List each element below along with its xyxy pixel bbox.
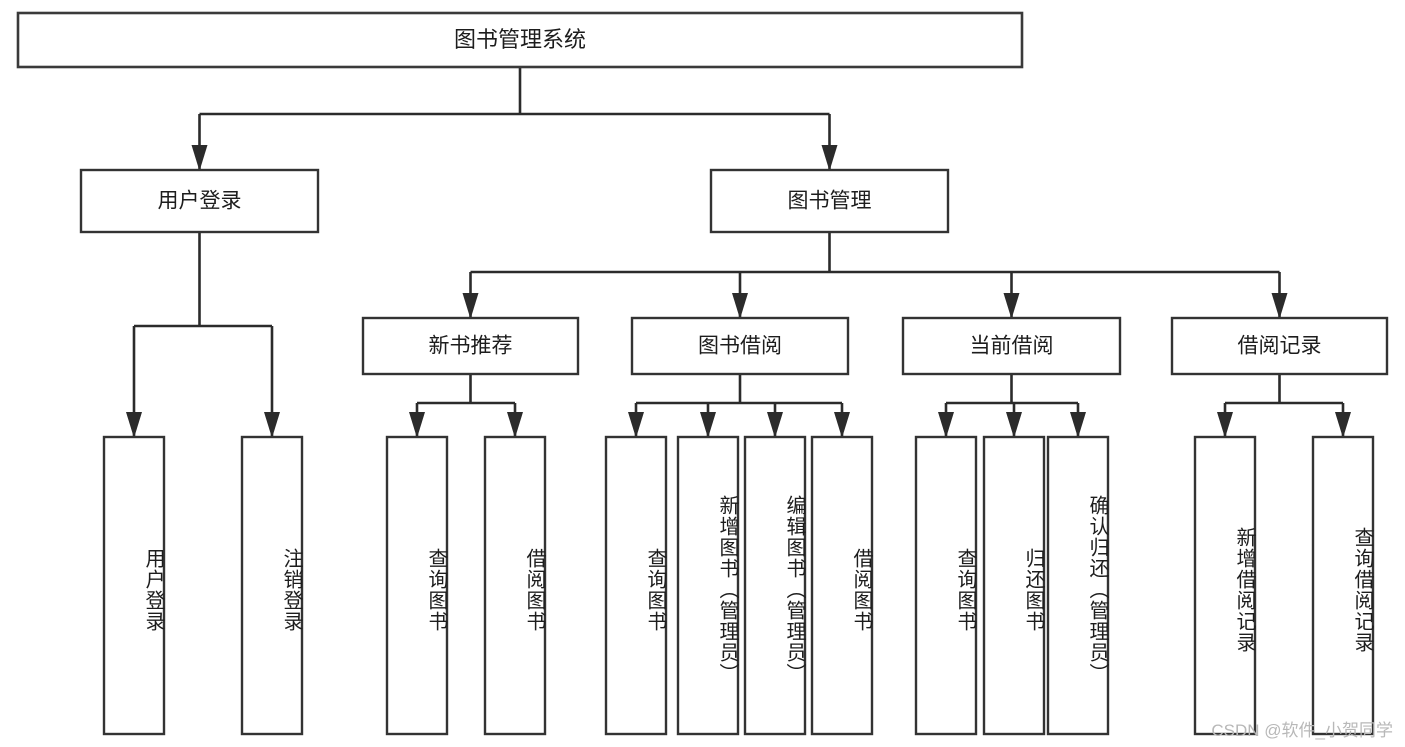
node-box-book-manage[interactable] [709, 168, 950, 234]
arrow-head-icon [462, 293, 479, 319]
arrow-head-icon [938, 412, 954, 438]
node-label-current-borrow: 当前借阅 [970, 335, 1054, 358]
arrow-head-icon [507, 412, 523, 438]
node-box-book-borrow[interactable] [630, 316, 850, 376]
node-box-leaf-record-query[interactable] [1311, 435, 1375, 736]
arrow-head-icon [767, 412, 783, 438]
node-label-root: 图书管理系统 [454, 27, 586, 52]
node-box-leaf-current-confirm-return[interactable] [1046, 435, 1110, 736]
node-box-leaf-current-return-book[interactable] [982, 435, 1046, 736]
node-box-leaf-record-add[interactable] [1193, 435, 1257, 736]
arrow-head-icon [732, 293, 748, 319]
arrow-head-icon [1006, 412, 1022, 438]
node-box-leaf-borrow-borrow-book[interactable] [810, 435, 874, 736]
node-box-new-book-rec[interactable] [361, 316, 580, 376]
node-box-leaf-borrow-query-book[interactable] [604, 435, 668, 736]
arrow-head-icon [628, 412, 644, 438]
node-box-layer [16, 11, 1389, 736]
node-box-current-borrow[interactable] [901, 316, 1122, 376]
arrow-head-icon [409, 412, 425, 438]
arrow-head-icon [700, 412, 716, 438]
node-box-leaf-borrow-add-book[interactable] [676, 435, 740, 736]
arrow-head-icon [834, 412, 850, 438]
arrow-head-icon [264, 412, 280, 438]
arrow-head-icon [1070, 412, 1086, 438]
arrow-head-icon [1003, 293, 1020, 319]
arrow-head-icon [126, 412, 142, 438]
node-label-new-book-rec: 新书推荐 [429, 335, 513, 358]
node-box-leaf-borrow-edit-book[interactable] [743, 435, 807, 736]
arrow-head-icon [1217, 412, 1233, 438]
arrow-head-icon [821, 145, 838, 171]
node-box-leaf-rec-query-book[interactable] [385, 435, 449, 736]
connector-layer [126, 67, 1351, 438]
node-box-leaf-current-query-book[interactable] [914, 435, 978, 736]
node-box-borrow-record[interactable] [1170, 316, 1389, 376]
node-box-user-login[interactable] [79, 168, 320, 234]
node-box-leaf-user-logout[interactable] [240, 435, 304, 736]
node-label-user-login: 用户登录 [158, 190, 242, 213]
node-label-book-manage: 图书管理 [788, 190, 872, 213]
node-label-book-borrow: 图书借阅 [698, 335, 782, 358]
node-box-leaf-rec-borrow-book[interactable] [483, 435, 547, 736]
arrow-head-icon [1335, 412, 1351, 438]
node-label-borrow-record: 借阅记录 [1238, 335, 1322, 358]
node-box-root[interactable] [16, 11, 1024, 69]
arrow-head-icon [191, 145, 208, 171]
arrow-head-icon [1271, 293, 1288, 319]
csdn-watermark: CSDN @软件_小贺同学 [1211, 721, 1393, 740]
node-box-leaf-user-login[interactable] [102, 435, 166, 736]
